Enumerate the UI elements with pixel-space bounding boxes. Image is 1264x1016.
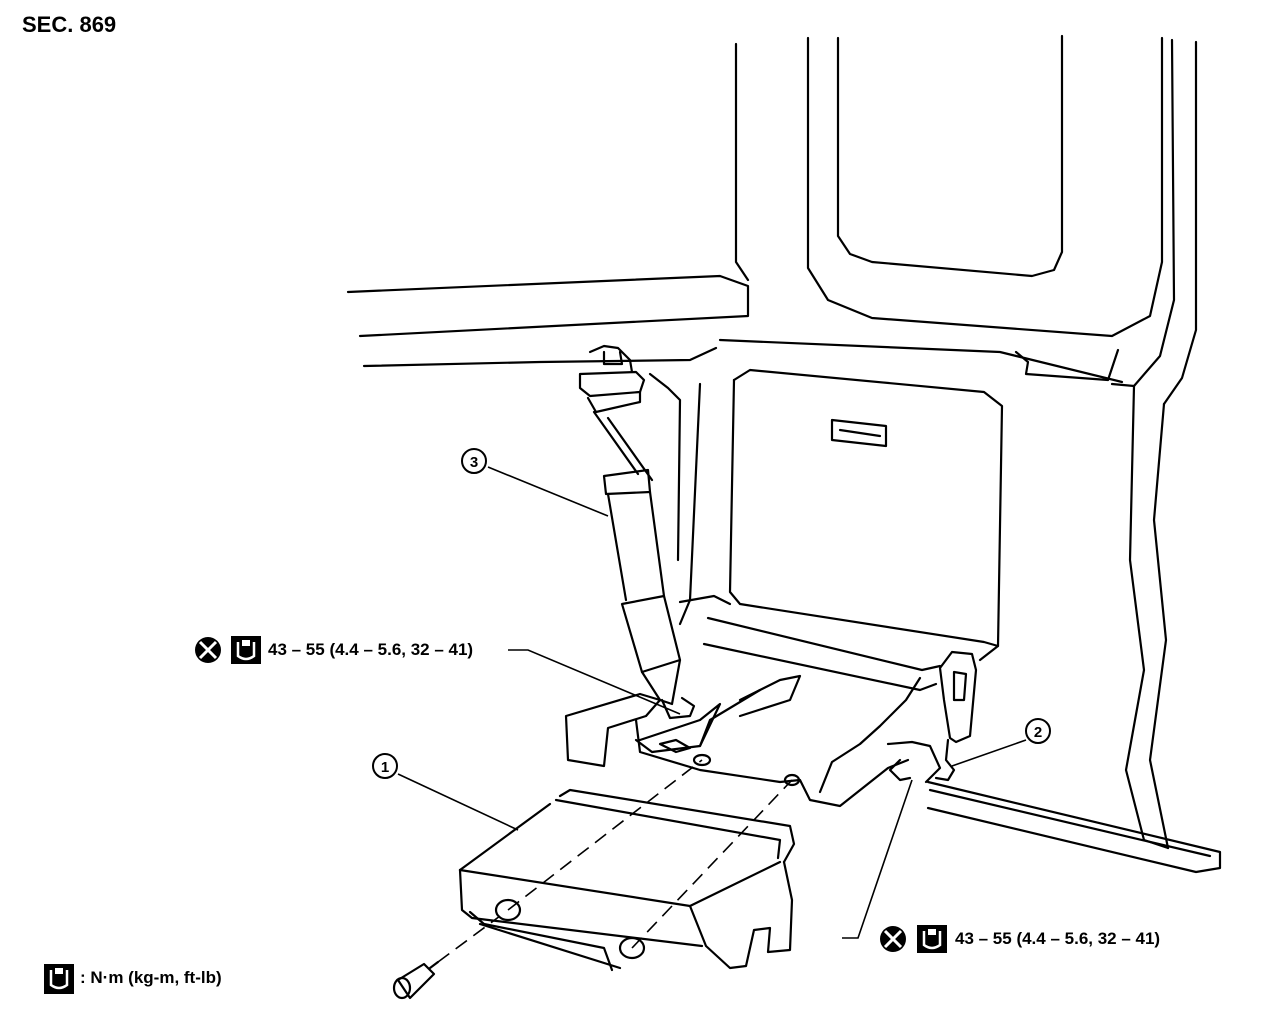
callout-1-label: 1 [381, 759, 389, 776]
callout-2-label: 2 [1034, 724, 1042, 741]
torque-spec-upper: 43 – 55 (4.4 – 5.6, 32 – 41) [268, 640, 474, 659]
vehicle-body [346, 34, 1222, 1000]
units-legend: : N·m (kg-m, ft-lb) [80, 968, 222, 987]
callout-3-label: 3 [470, 454, 478, 471]
callout-2: 2 [1025, 718, 1051, 744]
callout-3: 3 [461, 448, 487, 474]
torque-spec-lower: 43 – 55 (4.4 – 5.6, 32 – 41) [955, 929, 1161, 948]
callout-1: 1 [372, 753, 398, 779]
torque-wrench-icon [231, 636, 261, 664]
torque-wrench-icon [917, 925, 947, 953]
alignment-lines [437, 759, 793, 963]
section-title: SEC. 869 [22, 12, 117, 37]
leader-lines [397, 466, 1027, 939]
do-not-reuse-icon [195, 637, 221, 663]
do-not-reuse-icon [880, 926, 906, 952]
torque-wrench-icon [44, 964, 74, 994]
